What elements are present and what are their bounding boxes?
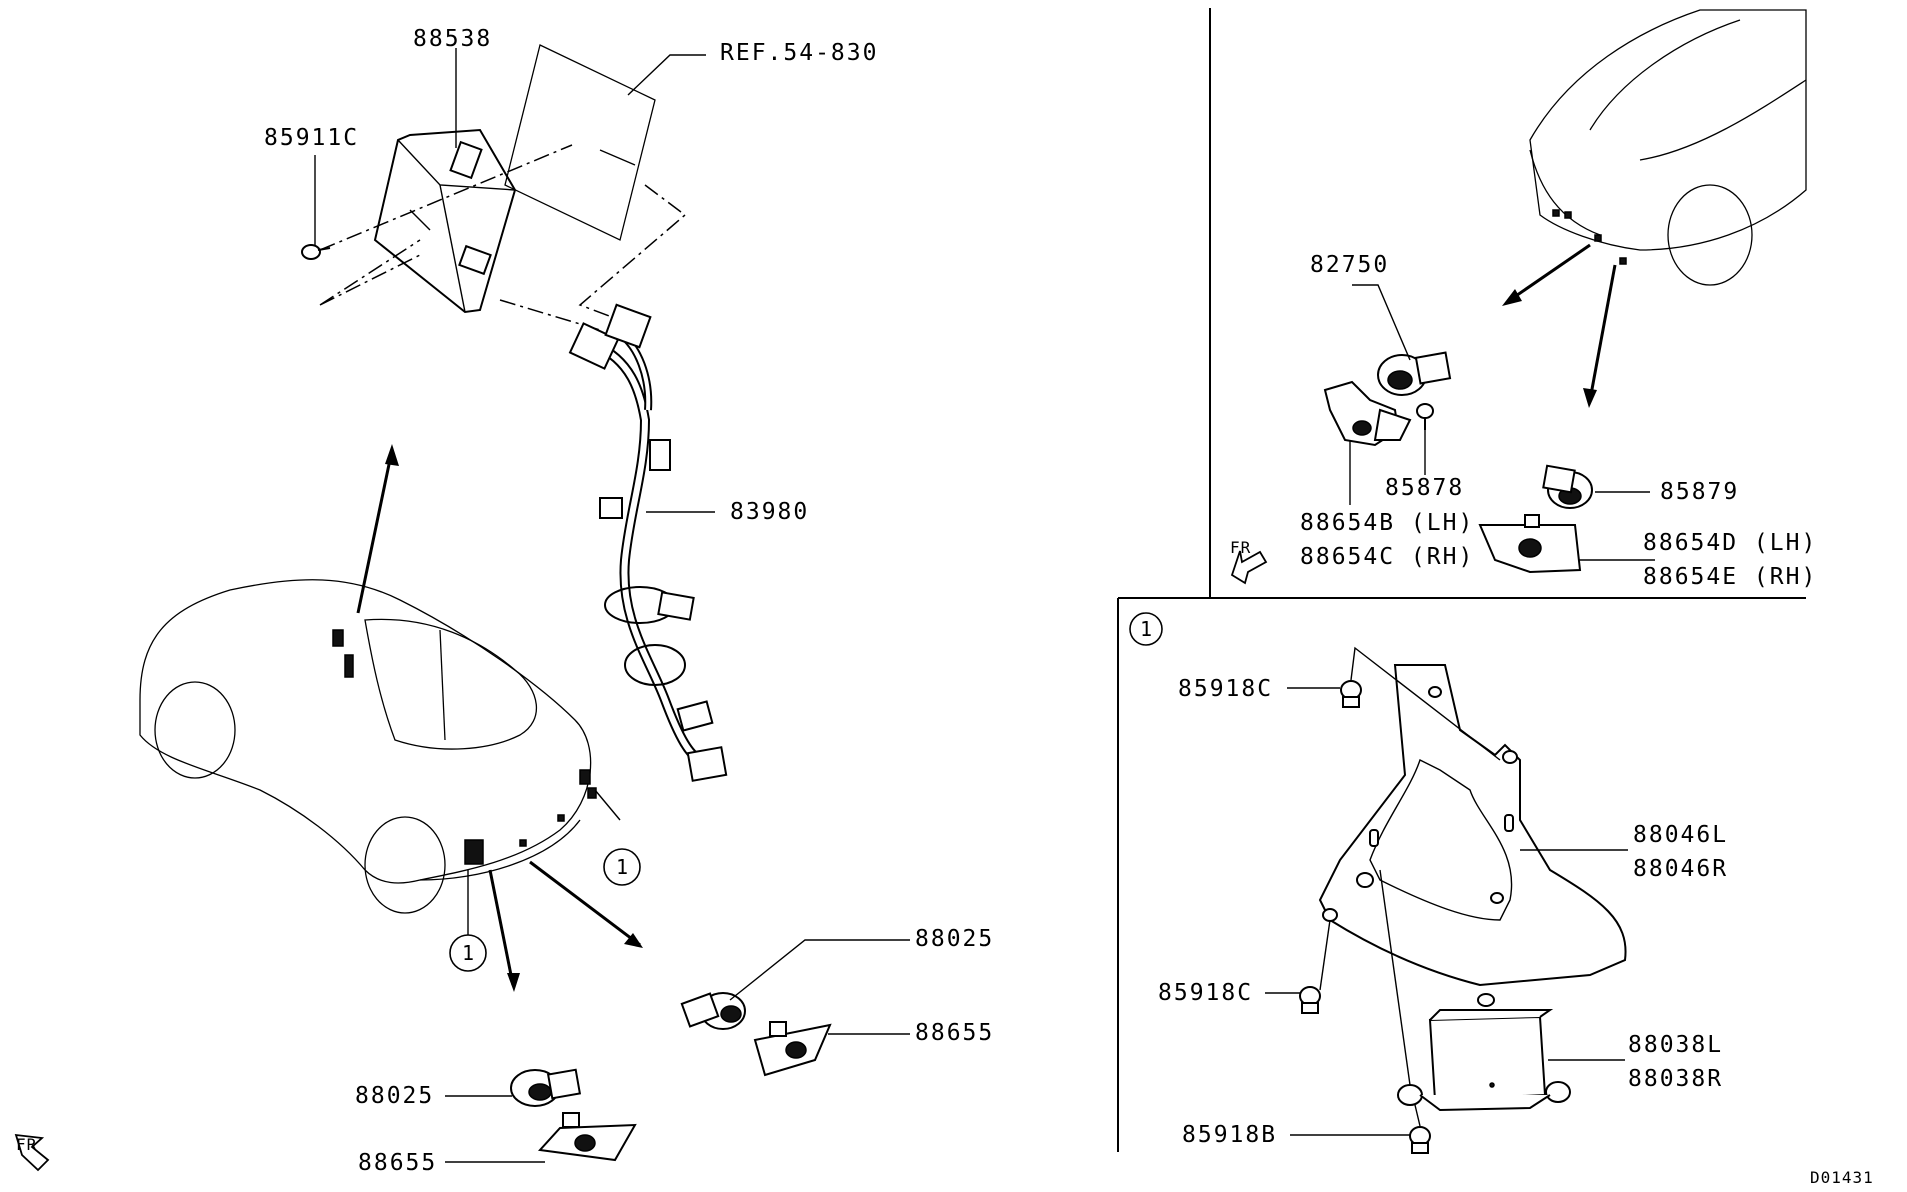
vehicle-outline-rear — [139, 579, 597, 914]
label-88655-right: 88655 — [915, 1020, 994, 1046]
arrow-to-corner-sensor — [488, 869, 520, 992]
label-88025-left: 88025 — [355, 1083, 434, 1109]
label-88046l: 88046L — [1633, 822, 1728, 848]
callout-a-leader — [594, 789, 621, 821]
callout-ref-a[interactable]: 1 — [603, 848, 641, 886]
clip-b-leader — [1414, 1104, 1421, 1127]
sensor-85879[interactable] — [1542, 464, 1593, 509]
clip-85918c-mid[interactable] — [1299, 986, 1321, 1014]
label-88654e: 88654E (RH) — [1643, 564, 1817, 590]
label-85918b: 85918B — [1182, 1122, 1277, 1148]
bracket-88655-left[interactable] — [537, 1112, 637, 1162]
label-82750: 82750 — [1310, 252, 1389, 278]
callout-ref-a-number: 1 — [616, 855, 628, 879]
label-leaders — [314, 48, 1655, 1163]
label-fr-main: FR — [16, 1135, 37, 1154]
clip-top-leader — [1350, 646, 1501, 761]
mount-dash-lines — [319, 239, 421, 306]
label-88538: 88538 — [413, 26, 492, 52]
sensor-88025-right[interactable] — [680, 992, 746, 1030]
radar-unit-88038[interactable] — [1397, 993, 1571, 1112]
label-85878: 85878 — [1385, 475, 1464, 501]
ref-dash-link — [578, 184, 687, 321]
vehicle-outline-front — [1529, 9, 1807, 286]
callout-ref-b-number: 1 — [462, 941, 474, 965]
panel-dividers — [1117, 8, 1806, 1152]
sensor-88025-left[interactable] — [510, 1068, 582, 1107]
fr-arrow-icon-inset — [1230, 550, 1268, 585]
label-85911c: 85911C — [264, 125, 359, 151]
clip-85918c-top[interactable] — [1340, 680, 1362, 708]
label-88025-right: 88025 — [915, 926, 994, 952]
label-88654b: 88654B (LH) — [1300, 510, 1474, 536]
sensor-82750[interactable] — [1377, 351, 1452, 396]
bolt-85878[interactable] — [1416, 403, 1434, 430]
fr-arrow-icon-main — [14, 1133, 50, 1172]
label-ref-54-830: REF.54-830 — [720, 40, 878, 66]
label-85918c-top: 85918C — [1178, 676, 1273, 702]
clip-mid-leader — [1319, 919, 1331, 991]
radar-align-line — [1379, 869, 1411, 1086]
control-unit-88538[interactable] — [373, 128, 517, 314]
label-83980: 83980 — [730, 499, 809, 525]
callout-ref-b[interactable]: 1 — [449, 934, 487, 972]
label-88038r: 88038R — [1628, 1066, 1723, 1092]
label-85879: 85879 — [1660, 479, 1739, 505]
radar-bracket-88046[interactable] — [1318, 664, 1627, 987]
diagram-code: D01431 — [1810, 1168, 1874, 1187]
bracket-88654d-88654e[interactable] — [1478, 514, 1582, 574]
label-88655-left: 88655 — [358, 1150, 437, 1176]
arrow-to-sensor-85879 — [1583, 264, 1617, 408]
label-88654d: 88654D (LH) — [1643, 530, 1817, 556]
bracket-88655-right[interactable] — [753, 1021, 832, 1077]
bracket-88654b-88654c[interactable] — [1323, 380, 1412, 447]
label-fr-inset: FR — [1230, 538, 1251, 557]
arrow-to-front-sensor — [529, 860, 643, 948]
arrow-to-harness — [356, 444, 399, 614]
label-88654c: 88654C (RH) — [1300, 544, 1474, 570]
clip-85918b[interactable] — [1409, 1126, 1431, 1154]
arrow-to-sensor-82750 — [1502, 243, 1591, 306]
label-88038l: 88038L — [1628, 1032, 1723, 1058]
callout-inset-detail: 1 — [1129, 612, 1163, 646]
label-85918c-mid: 85918C — [1158, 980, 1253, 1006]
callout-inset-number: 1 — [1140, 617, 1152, 641]
label-88046r: 88046R — [1633, 856, 1728, 882]
wire-harness-83980[interactable] — [568, 303, 728, 782]
ref-component-54-830 — [504, 44, 656, 241]
